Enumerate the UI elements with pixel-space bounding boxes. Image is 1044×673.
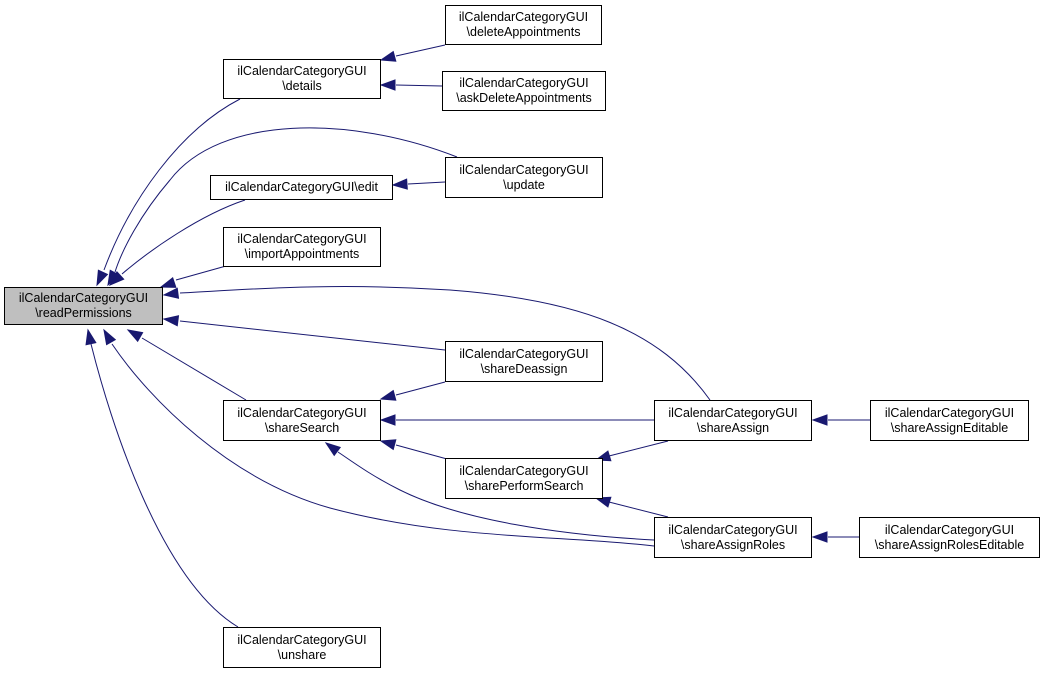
arrowhead-icon <box>108 270 125 287</box>
node-shareAssign[interactable]: ilCalendarCategoryGUI \shareAssign <box>654 400 812 441</box>
edge-importAppointments-to-readPermissions <box>175 265 227 281</box>
node-edit[interactable]: ilCalendarCategoryGUI\edit <box>210 175 393 200</box>
arrowhead-icon <box>594 496 612 508</box>
node-class-label: ilCalendarCategoryGUI <box>459 76 589 90</box>
edge-shareAssign-to-readPermissions <box>179 286 711 401</box>
arrowhead-icon <box>85 328 97 346</box>
node-class-label: ilCalendarCategoryGUI <box>884 405 1015 420</box>
edge-shareDeassign-to-shareSearch <box>395 381 446 396</box>
node-askDeleteAppointments[interactable]: ilCalendarCategoryGUI \askDeleteAppointm… <box>442 71 606 111</box>
node-class-label: ilCalendarCategoryGUI\edit <box>225 180 378 194</box>
node-details[interactable]: ilCalendarCategoryGUI \details <box>223 59 381 99</box>
arrowhead-icon <box>162 287 180 299</box>
edge-askDeleteAppointments-to-details <box>395 84 443 87</box>
node-shareDeassign[interactable]: ilCalendarCategoryGUI \shareDeassign <box>445 341 603 382</box>
node-method-label: \shareAssignRolesEditable <box>874 537 1025 552</box>
node-class-label: ilCalendarCategoryGUI <box>668 405 798 420</box>
arrowhead-icon <box>324 442 342 457</box>
node-method-label: \deleteAppointments <box>466 25 581 39</box>
edge-shareAssignRoles-to-shareSearch <box>337 451 655 541</box>
arrowhead-icon <box>811 531 828 543</box>
node-class-label: ilCalendarCategoryGUI <box>459 162 589 177</box>
node-importAppointments[interactable]: ilCalendarCategoryGUI \importAppointment… <box>223 227 381 267</box>
node-method-label: \shareDeassign <box>480 361 568 376</box>
edge-shareAssign-to-sharePerformSearch <box>608 440 669 457</box>
edge-shareAssignRoles-to-sharePerformSearch <box>608 501 669 518</box>
arrowhead-icon <box>126 329 144 343</box>
node-method-label: \unshare <box>277 647 327 662</box>
node-method-label: \askDeleteAppointments <box>456 91 592 105</box>
arrowhead-icon <box>379 389 397 401</box>
node-update[interactable]: ilCalendarCategoryGUI \update <box>445 157 603 198</box>
node-class-label: ilCalendarCategoryGUI <box>237 64 367 78</box>
edge-deleteAppointments-to-details <box>395 44 446 57</box>
edge-shareDeassign-to-readPermissions <box>179 320 446 351</box>
node-class-label: ilCalendarCategoryGUI <box>237 232 367 246</box>
edge-shareAssignRoles-to-readPermissions <box>111 343 655 547</box>
edge-sharePerformSearch-to-shareSearch <box>395 444 448 460</box>
edge-edit-to-readPermissions <box>121 199 246 275</box>
node-class-label: ilCalendarCategoryGUI <box>237 632 367 647</box>
node-method-label: \details <box>282 79 322 93</box>
node-class-label: ilCalendarCategoryGUI <box>884 522 1015 537</box>
arrowhead-icon <box>379 439 397 451</box>
node-class-label: ilCalendarCategoryGUI <box>237 405 367 420</box>
node-shareAssignRoles[interactable]: ilCalendarCategoryGUI \shareAssignRoles <box>654 517 812 558</box>
node-class-label: ilCalendarCategoryGUI <box>459 463 589 478</box>
edge-shareSearch-to-readPermissions <box>141 337 247 401</box>
arrowhead-icon <box>379 414 396 426</box>
arrowhead-icon <box>162 315 180 327</box>
arrowhead-icon <box>103 328 117 346</box>
arrowhead-icon <box>391 178 408 190</box>
node-deleteAppointments[interactable]: ilCalendarCategoryGUI \deleteAppointment… <box>445 5 602 45</box>
arrowhead-icon <box>379 79 396 91</box>
arrowhead-icon <box>811 414 828 426</box>
node-class-label: ilCalendarCategoryGUI <box>668 522 798 537</box>
node-readPermissions[interactable]: ilCalendarCategoryGUI \readPermissions <box>4 287 163 325</box>
node-method-label: \shareAssignEditable <box>890 420 1009 435</box>
node-class-label: ilCalendarCategoryGUI <box>458 10 589 24</box>
edge-update-to-readPermissions <box>114 127 458 273</box>
arrowhead-icon <box>379 50 397 62</box>
node-method-label: \shareAssignRoles <box>680 537 786 552</box>
node-sharePerformSearch[interactable]: ilCalendarCategoryGUI \sharePerformSearc… <box>445 458 603 499</box>
node-unshare[interactable]: ilCalendarCategoryGUI \unshare <box>223 627 381 668</box>
node-method-label: \shareSearch <box>264 420 340 435</box>
node-method-label: \shareAssign <box>696 420 770 435</box>
node-shareSearch[interactable]: ilCalendarCategoryGUI \shareSearch <box>223 400 381 441</box>
edge-update-to-edit <box>407 181 446 185</box>
arrowhead-icon <box>159 276 177 288</box>
node-method-label: \readPermissions <box>35 306 132 320</box>
node-shareAssignRolesEditable[interactable]: ilCalendarCategoryGUI \shareAssignRolesE… <box>859 517 1040 558</box>
node-class-label: ilCalendarCategoryGUI <box>18 291 149 305</box>
edge-details-to-readPermissions <box>103 98 241 271</box>
node-method-label: \update <box>503 177 545 192</box>
node-method-label: \sharePerformSearch <box>464 478 584 493</box>
node-shareAssignEditable[interactable]: ilCalendarCategoryGUI \shareAssignEditab… <box>870 400 1029 441</box>
node-method-label: \importAppointments <box>244 247 360 261</box>
arrowhead-icon <box>96 269 109 287</box>
node-class-label: ilCalendarCategoryGUI <box>459 346 589 361</box>
edge-unshare-to-readPermissions <box>90 343 239 628</box>
